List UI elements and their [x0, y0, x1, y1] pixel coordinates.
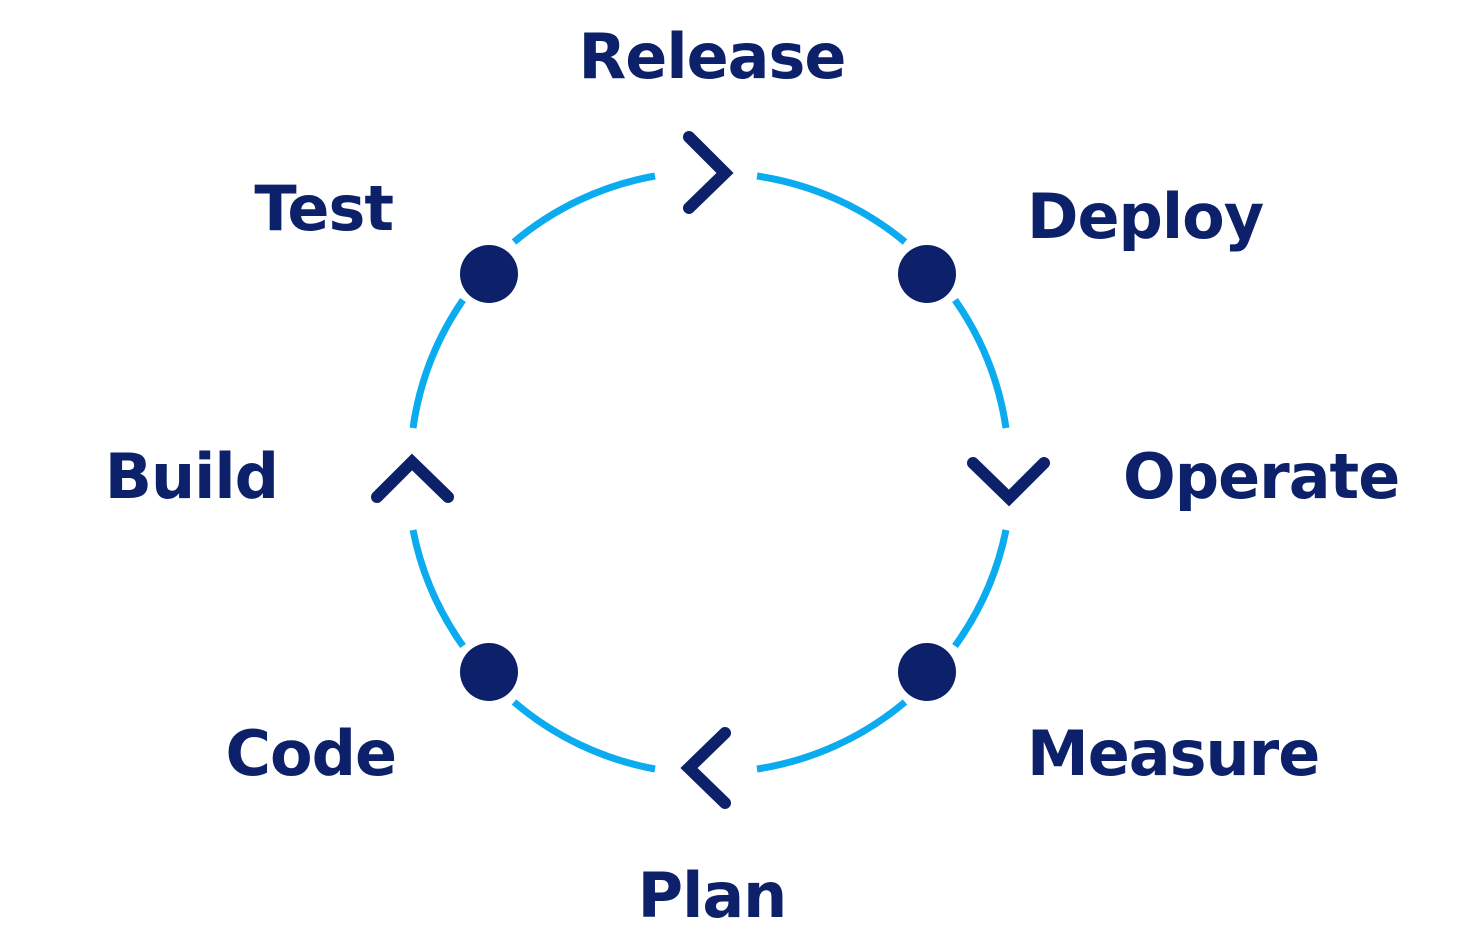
label-deploy: Deploy — [1027, 180, 1264, 253]
ring-arc-release-deploy — [756, 172, 908, 245]
chevron-right-icon — [683, 131, 734, 214]
stage-markers — [371, 131, 1050, 809]
chevron-up-icon — [371, 453, 454, 503]
deploy-dot — [898, 245, 956, 303]
ring-arc-test-release — [511, 172, 656, 245]
ring-arc-build-test — [409, 298, 466, 429]
ring-arc-measure-plan — [756, 699, 908, 773]
chevron-down-icon — [967, 457, 1050, 507]
code-dot — [460, 643, 518, 701]
label-operate: Operate — [1123, 440, 1399, 513]
ring-arc-operate-measure — [952, 529, 1010, 649]
label-measure: Measure — [1027, 717, 1319, 790]
label-build: Build — [105, 440, 278, 513]
chevron-left-icon — [680, 727, 731, 809]
ring-arcs — [409, 172, 1010, 773]
label-test: Test — [254, 172, 393, 245]
ring-arc-plan-code — [511, 699, 656, 773]
label-release: Release — [579, 20, 846, 93]
label-code: Code — [225, 717, 396, 790]
measure-dot — [898, 643, 956, 701]
label-plan: Plan — [638, 859, 787, 932]
ring-arc-deploy-operate — [952, 297, 1010, 429]
test-dot — [460, 245, 518, 303]
stage-labels: Release Deploy Operate Measure Plan Code… — [105, 20, 1401, 932]
ring-arc-code-build — [409, 529, 466, 649]
